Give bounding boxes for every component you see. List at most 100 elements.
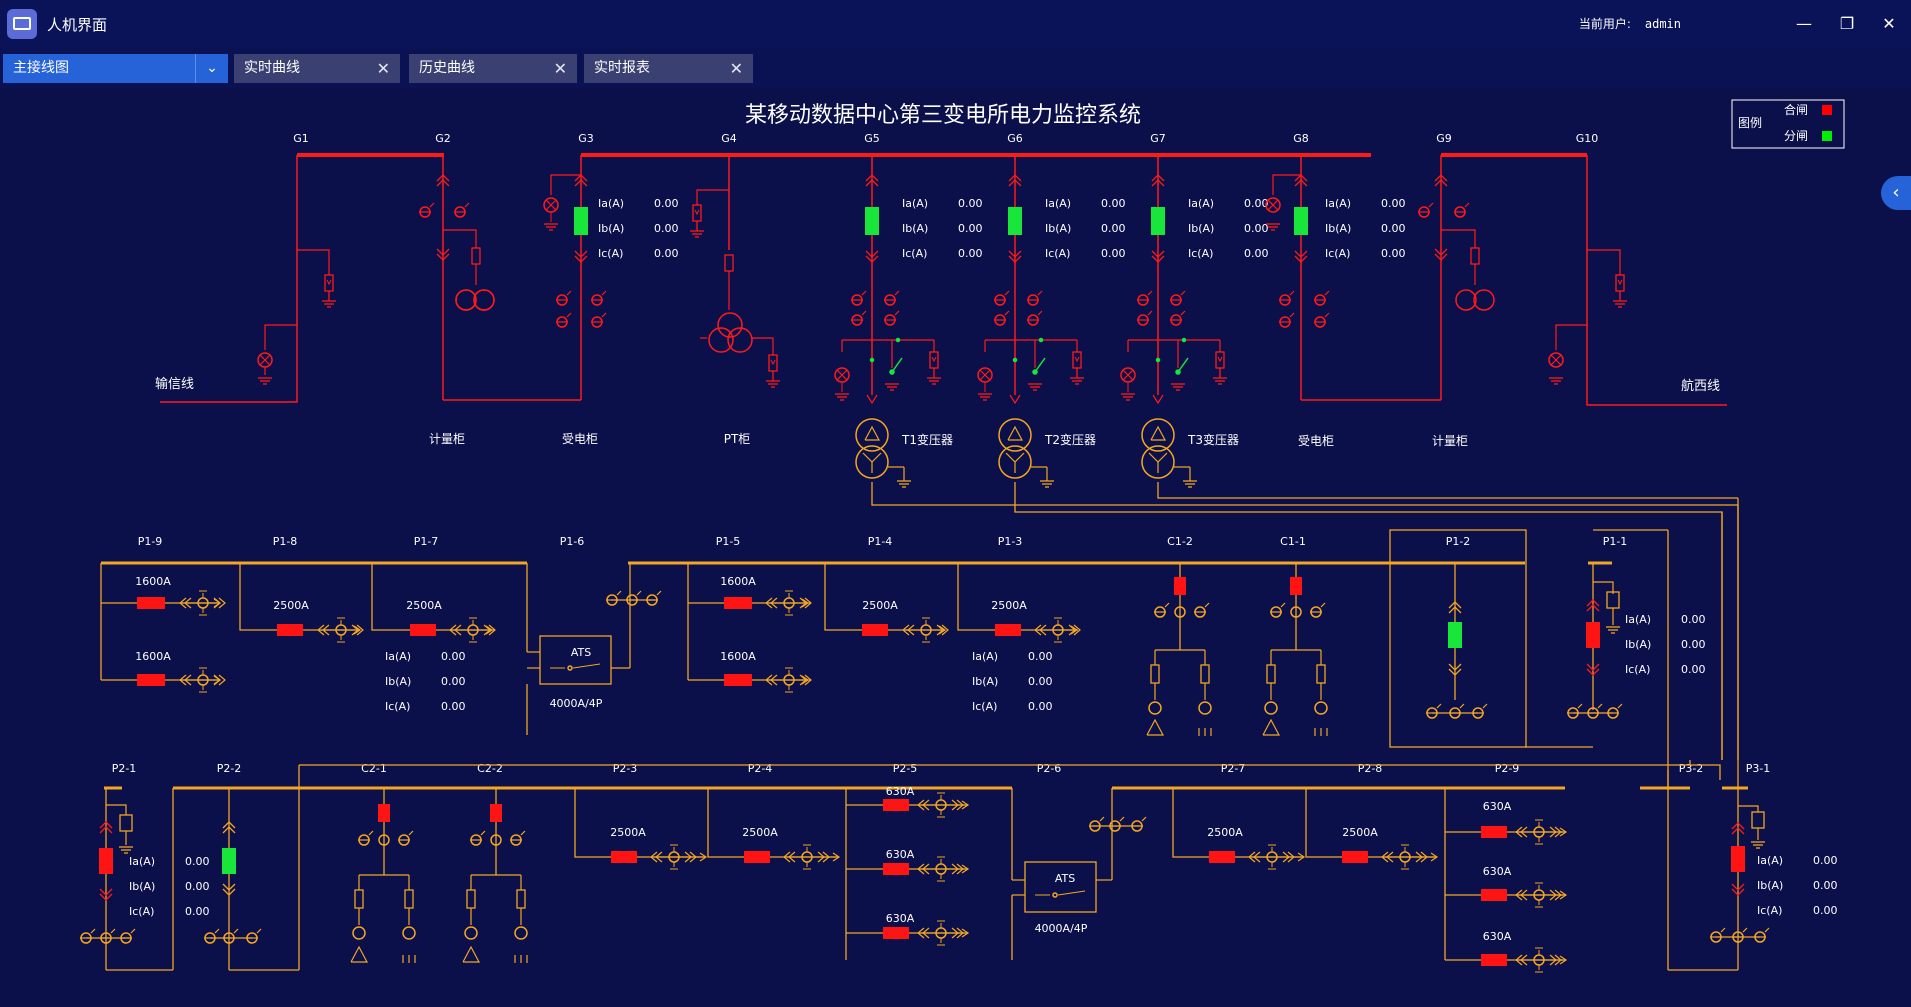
breaker-closed — [378, 804, 390, 822]
indicator-dot — [1038, 337, 1044, 343]
current-label: Ib(A) — [385, 675, 411, 688]
wire — [1738, 805, 1759, 812]
window-title: 人机界面 — [47, 15, 108, 34]
rating-label: 2500A — [1342, 826, 1378, 839]
current-label: Ic(A) — [385, 700, 410, 713]
reactor-icon — [464, 926, 478, 940]
cabinet-label-P2-1: P2-1 — [112, 762, 137, 775]
breaker-closed — [1209, 851, 1235, 863]
rating-label: 1600A — [135, 575, 171, 588]
close-icon[interactable]: ✕ — [553, 59, 567, 78]
current-value: 0.00 — [1244, 247, 1269, 260]
reactor-icon — [1148, 701, 1162, 715]
current-value: 0.00 — [654, 197, 679, 210]
cabinet-label-P1-4: P1-4 — [868, 535, 893, 548]
current-label: Ic(A) — [1045, 247, 1070, 260]
wire — [574, 788, 705, 858]
chevron-down-icon[interactable]: ⌄ — [195, 54, 228, 83]
app-logo-icon — [7, 9, 37, 39]
spacer — [1467, 12, 1491, 36]
current-value: 0.00 — [1813, 904, 1838, 917]
close-icon[interactable]: ✕ — [729, 59, 743, 78]
meter-cabinet-right: 计量柜 — [1432, 434, 1468, 448]
close-icon[interactable]: ✕ — [376, 59, 390, 78]
breaker-open — [865, 207, 879, 235]
current-label: Ia(A) — [1045, 197, 1071, 210]
chevron-down-icon — [1008, 255, 1022, 263]
collapse-panel-button[interactable]: ‹ — [1881, 176, 1911, 210]
wire — [239, 563, 360, 631]
cabinet-label-G8: G8 — [1293, 132, 1309, 145]
cabinet-label-P2-8: P2-8 — [1358, 762, 1383, 775]
earth-switch-icon — [1037, 290, 1043, 296]
cross-circle-icon — [259, 354, 271, 366]
arrow-icon — [801, 675, 810, 685]
earth-switch-icon — [1099, 816, 1105, 822]
earth-switch-icon — [408, 830, 414, 836]
arrow-icon — [801, 598, 810, 608]
tab-main-wiring[interactable]: 主接线图 ⌄ — [3, 54, 228, 83]
current-label: Ic(A) — [129, 905, 154, 918]
chevron-up-icon — [1448, 606, 1462, 614]
chevron-down-icon — [99, 893, 113, 901]
transformer-icon — [855, 418, 889, 452]
legend-title: 图例 — [1738, 116, 1762, 130]
current-label: Ia(A) — [1325, 197, 1351, 210]
transformer-icon — [998, 418, 1032, 452]
circle — [1455, 289, 1477, 311]
close-window-icon[interactable]: ✕ — [1882, 14, 1896, 33]
current-value: 0.00 — [958, 247, 983, 260]
transformer-icon — [1141, 445, 1175, 479]
rating-label: 1600A — [720, 650, 756, 663]
transformer-icon — [1007, 425, 1024, 441]
wire — [696, 189, 729, 205]
current-label: Ic(A) — [972, 700, 997, 713]
current-label: Ib(A) — [1325, 222, 1351, 235]
breaker-closed — [1481, 826, 1507, 838]
earth-switch-icon — [378, 834, 390, 846]
minimize-icon[interactable]: — — [1796, 14, 1812, 33]
breaker-closed — [724, 674, 752, 686]
transformer-icon — [862, 452, 873, 463]
fuse-icon — [1150, 664, 1160, 684]
tab-realtime-curve[interactable]: 实时曲线 ✕ — [234, 54, 400, 83]
chevron-up-icon — [1586, 604, 1600, 612]
current-label: Ia(A) — [1757, 854, 1783, 867]
switch-contact — [1175, 369, 1181, 375]
ats-label: ATS — [1055, 872, 1075, 885]
transformer-icon — [855, 445, 889, 479]
current-value: 0.00 — [1381, 247, 1406, 260]
fuse-icon — [471, 247, 481, 265]
transformer-icon — [998, 445, 1032, 479]
earth-switch-icon — [1597, 703, 1603, 709]
earth-switch-icon — [894, 290, 900, 296]
chevron-right-icon — [218, 674, 226, 686]
rating-label: 630A — [886, 848, 915, 861]
chevron-right-icon — [1073, 624, 1081, 636]
breaker-closed — [1586, 622, 1600, 648]
tab-label: 实时报表 — [594, 60, 650, 76]
earth-switch-icon — [601, 312, 607, 318]
tab-realtime-report[interactable]: 实时报表 ✕ — [584, 54, 753, 83]
legend-closed-swatch — [1822, 105, 1832, 115]
chevron-up-icon — [1008, 179, 1022, 187]
fuse-icon — [1200, 664, 1210, 684]
current-value: 0.00 — [441, 675, 466, 688]
fuse-icon — [1316, 664, 1326, 684]
earth-switch-icon — [1764, 927, 1770, 933]
fuse-icon — [466, 889, 476, 909]
current-value: 0.00 — [654, 222, 679, 235]
wire — [1157, 482, 1738, 499]
chevron-down-icon — [1586, 668, 1600, 676]
breaker-closed — [611, 851, 637, 863]
current-value: 0.00 — [1381, 222, 1406, 235]
legend-closed-label: 合闸 — [1784, 102, 1808, 117]
breaker-closed — [862, 624, 888, 636]
breaker-closed — [1481, 954, 1507, 966]
restore-icon[interactable]: ❐ — [1839, 14, 1855, 33]
switch-contact — [1052, 892, 1058, 898]
earth-switch-icon — [490, 834, 502, 846]
capacitor-icon — [1146, 718, 1164, 736]
tab-history-curve[interactable]: 历史曲线 ✕ — [409, 54, 577, 83]
wire — [1305, 788, 1436, 858]
